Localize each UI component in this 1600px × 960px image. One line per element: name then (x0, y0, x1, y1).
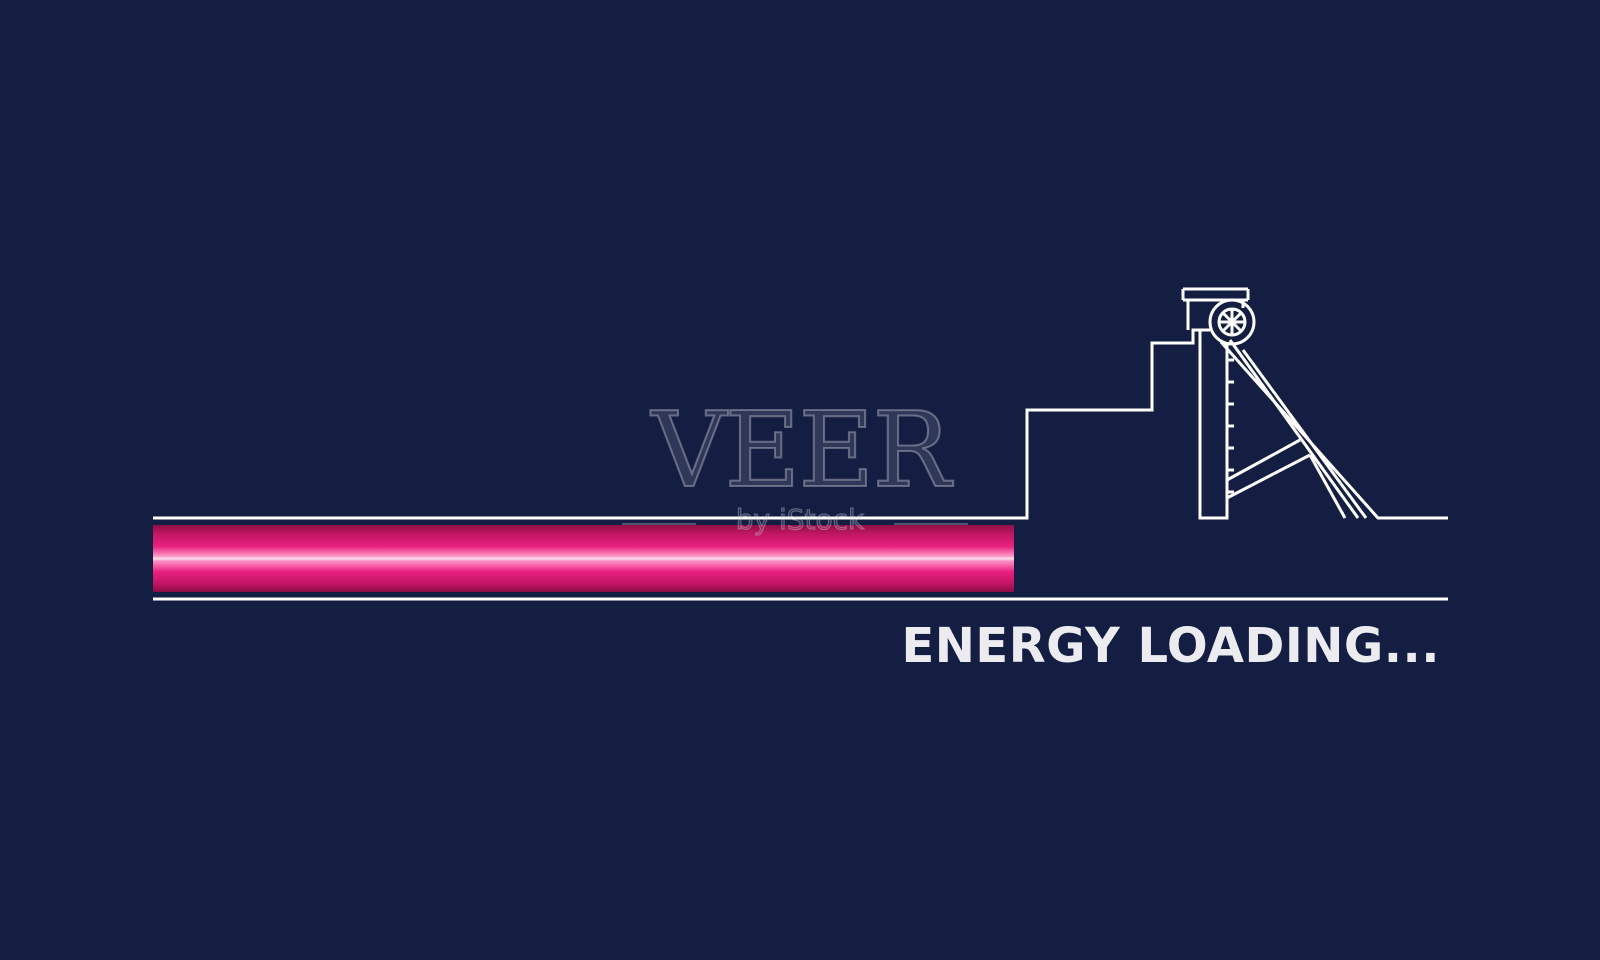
status-text: ENERGY LOADING... (901, 618, 1440, 674)
mine-headframe-icon (1181, 287, 1368, 519)
progress-bar-fill (153, 525, 1014, 592)
